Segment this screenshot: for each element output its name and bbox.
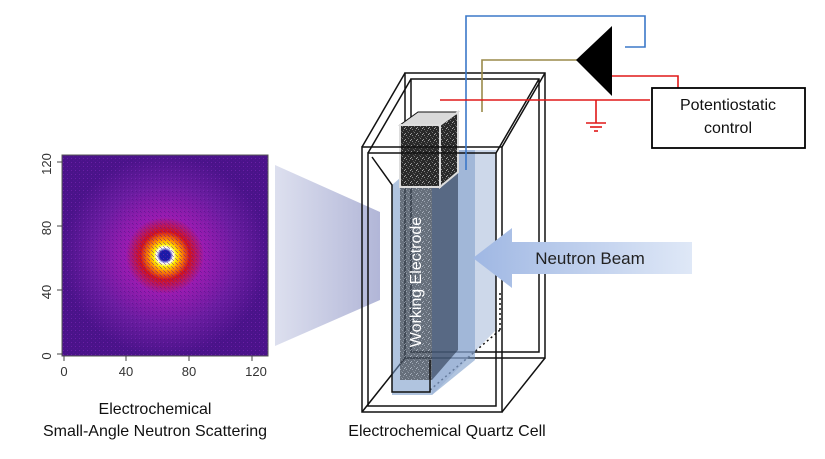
control-label-line1: Potentiostatic [680, 97, 776, 114]
sans-x-axis [63, 356, 253, 361]
sans-pattern-plot: 120 80 40 0 0 40 80 120 Electrochemical … [39, 153, 269, 440]
quartz-cell: Working Electrode Electrochemical Quartz… [348, 72, 546, 440]
ground-icon [586, 122, 606, 132]
y-tick-label: 0 [39, 352, 54, 359]
projection-cone [275, 165, 380, 346]
circuit [440, 15, 679, 170]
neutron-beam-label: Neutron Beam [535, 249, 645, 268]
control-label-line2: control [704, 120, 752, 137]
x-tick-label: 120 [245, 364, 267, 379]
y-tick-label: 120 [39, 153, 54, 175]
sans-caption-line1: Electrochemical [99, 401, 212, 418]
electrode-top-side [439, 110, 459, 190]
sans-caption-line2: Small-Angle Neutron Scattering [43, 423, 267, 440]
x-tick-label: 80 [182, 364, 196, 379]
amplifier-icon [576, 26, 612, 96]
blue-wire [465, 15, 646, 170]
cell-front-frame [361, 146, 503, 413]
sans-detector-texture [62, 155, 268, 356]
electrode-top-front [399, 124, 441, 188]
neutron-beam: Neutron Beam [473, 228, 692, 288]
working-electrode-label: Working Electrode [408, 217, 425, 348]
x-tick-label: 0 [60, 364, 67, 379]
y-tick-label: 40 [39, 285, 54, 299]
red-wire-amp [612, 75, 679, 88]
neutron-beam-arrow [473, 228, 692, 288]
sans-y-axis [57, 161, 62, 355]
y-tick-label: 80 [39, 221, 54, 235]
potentiostatic-control-box: Potentiostatic control [651, 87, 806, 149]
electrode-side [432, 160, 458, 380]
cell-caption: Electrochemical Quartz Cell [348, 423, 545, 440]
working-electrode [400, 186, 432, 380]
sans-plot-frame [61, 154, 269, 357]
olive-wire [481, 59, 578, 112]
x-tick-label: 40 [119, 364, 133, 379]
